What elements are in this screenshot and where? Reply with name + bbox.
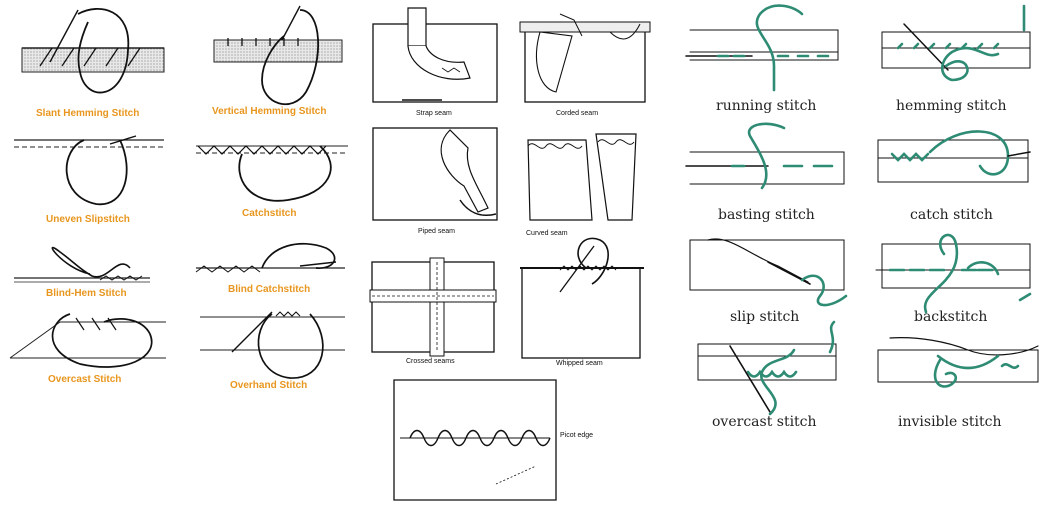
label-curved-seam: Curved seam bbox=[526, 230, 568, 237]
blind-hem-diagram bbox=[14, 246, 150, 283]
blind-catchstitch-diagram bbox=[195, 242, 345, 273]
invisible-stitch-diagram bbox=[877, 337, 1039, 388]
basic-stitch-illustrations bbox=[685, 4, 1039, 416]
strap-seam-diagram bbox=[372, 7, 498, 103]
label-catch-stitch: catch stitch bbox=[910, 207, 993, 223]
catch-stitch-diagram bbox=[877, 130, 1031, 183]
uneven-slipstitch-diagram bbox=[14, 135, 164, 205]
overcast-stitch-right-diagram bbox=[697, 320, 837, 416]
label-hemming-stitch: hemming stitch bbox=[896, 98, 1007, 114]
catchstitch-diagram bbox=[196, 145, 348, 202]
picot-edge-diagram bbox=[393, 379, 557, 501]
label-piped-seam: Piped seam bbox=[418, 228, 455, 235]
slip-stitch-diagram bbox=[689, 238, 848, 307]
label-corded-seam: Corded seam bbox=[556, 110, 599, 117]
label-invisible-stitch: invisible stitch bbox=[898, 414, 1002, 430]
label-basting-stitch: basting stitch bbox=[718, 207, 815, 223]
label-catchstitch: Catchstitch bbox=[242, 208, 297, 219]
label-crossed-seams: Crossed seams bbox=[406, 358, 455, 365]
hand-stitch-panel: Slant Hemming Stitch Vertical Hemming St… bbox=[0, 0, 360, 515]
seam-illustrations bbox=[369, 7, 651, 501]
label-backstitch: backstitch bbox=[914, 309, 988, 325]
crossed-seams-diagram bbox=[369, 257, 497, 357]
label-strap-seam: Strap seam bbox=[416, 110, 452, 117]
basic-stitch-panel: running stitch hemming stitch basting st… bbox=[678, 0, 1061, 515]
label-slant-hemming-stitch: Slant Hemming Stitch bbox=[36, 108, 140, 119]
overcast-stitch-diagram bbox=[9, 313, 166, 368]
hemming-stitch-diagram bbox=[881, 4, 1031, 82]
label-slip-stitch: slip stitch bbox=[730, 309, 800, 325]
basting-stitch-diagram bbox=[685, 122, 845, 190]
hand-stitch-illustrations bbox=[9, 5, 348, 379]
overhand-stitch-diagram bbox=[200, 311, 345, 379]
label-running-stitch: running stitch bbox=[716, 98, 817, 114]
label-overcast-stitch: Overcast Stitch bbox=[48, 374, 122, 385]
slant-hemming-diagram bbox=[21, 8, 165, 94]
label-overcast-stitch-right: overcast stitch bbox=[712, 414, 817, 430]
label-overhand-stitch: Overhand Stitch bbox=[230, 380, 308, 391]
piped-seam-diagram bbox=[372, 127, 498, 221]
label-uneven-slipstitch: Uneven Slipstitch bbox=[46, 214, 130, 225]
corded-seam-diagram bbox=[519, 13, 651, 103]
label-picot-edge: Picot edge bbox=[560, 432, 594, 439]
label-blind-hem-stitch: Blind-Hem Stitch bbox=[46, 288, 127, 299]
running-stitch-diagram bbox=[685, 4, 839, 92]
whipped-seam-diagram bbox=[520, 237, 644, 359]
label-whipped-seam: Whipped seam bbox=[556, 360, 603, 367]
label-vertical-hemming-stitch: Vertical Hemming Stitch bbox=[212, 106, 327, 117]
backstitch-diagram bbox=[875, 233, 1032, 314]
vertical-hemming-diagram bbox=[213, 5, 343, 106]
curved-seam-diagram bbox=[527, 133, 637, 221]
label-blind-catchstitch: Blind Catchstitch bbox=[228, 284, 311, 295]
seam-panel: Strap seam Corded seam Piped seam Curved… bbox=[360, 0, 678, 515]
